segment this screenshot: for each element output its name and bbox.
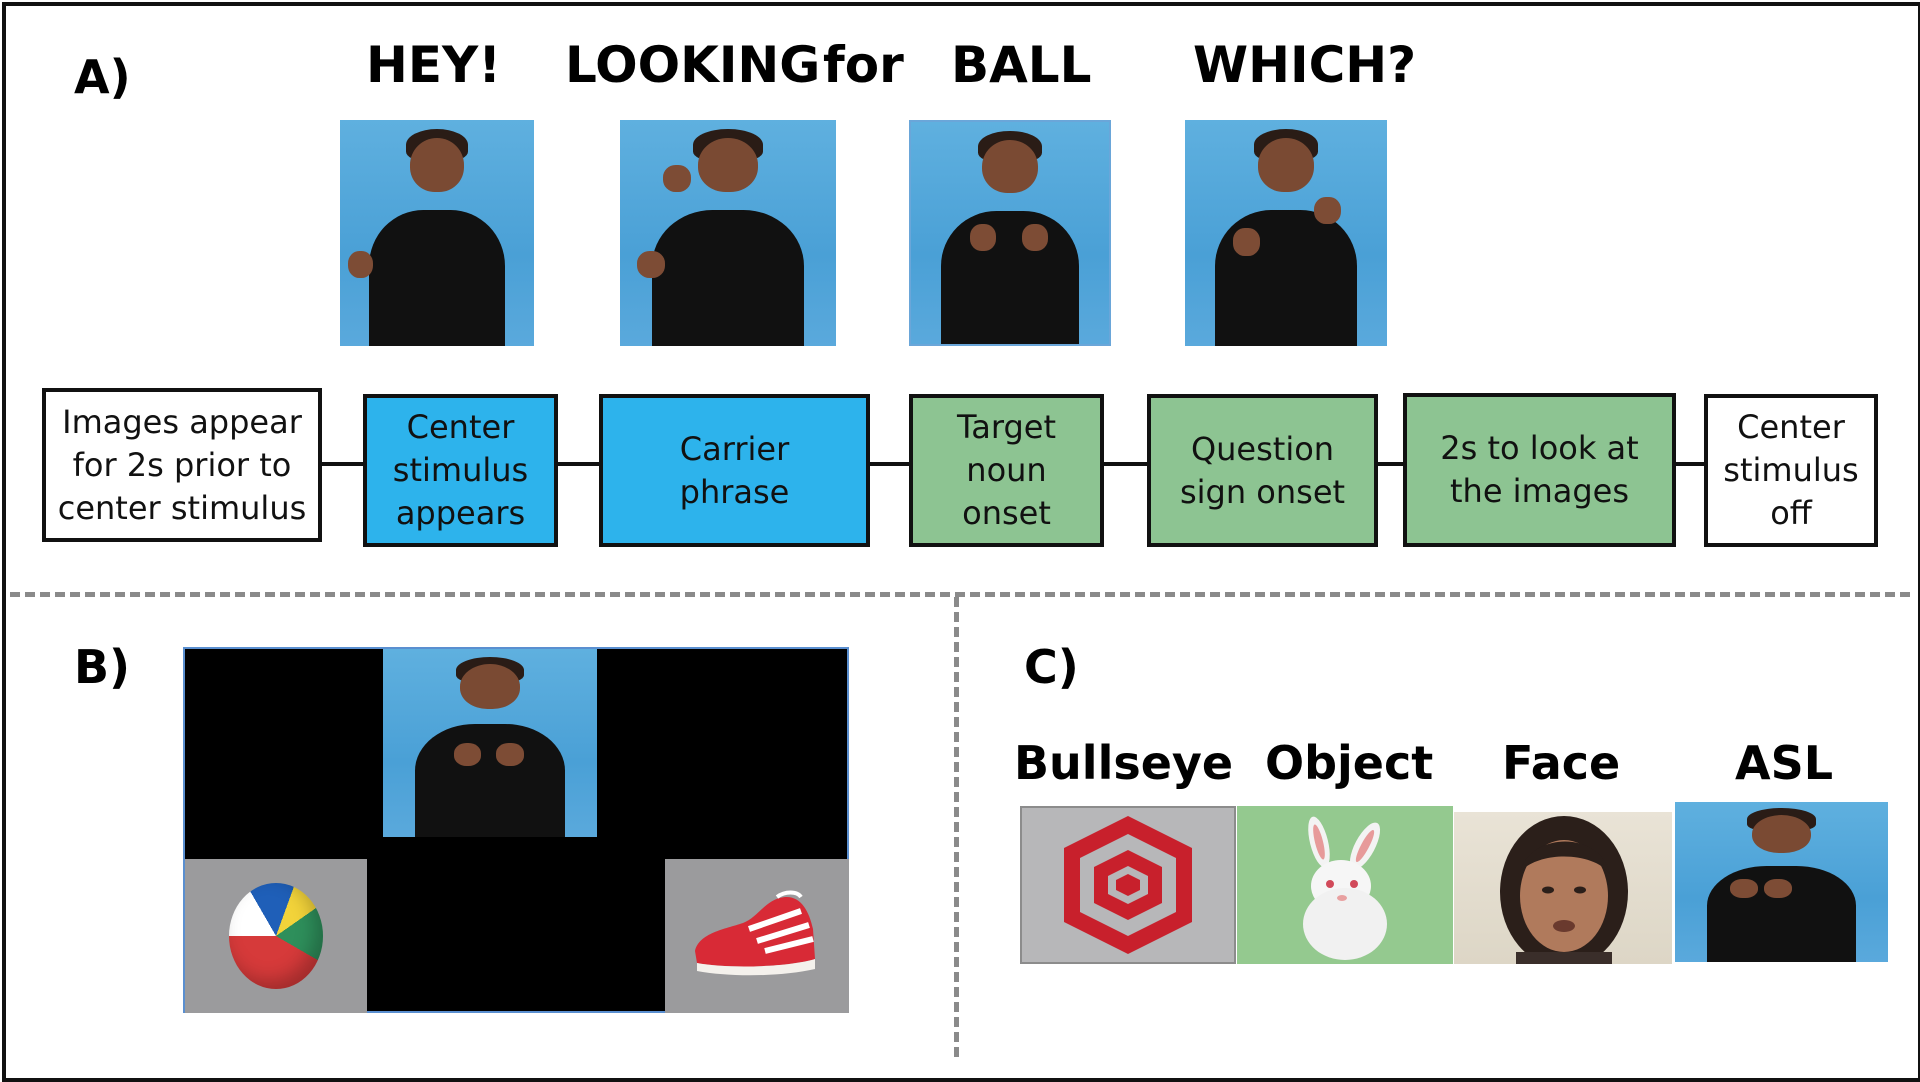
panel-a-label: A): [74, 50, 131, 104]
condition-label-bullseye: Bullseye: [1014, 736, 1234, 790]
right-image-tile: [665, 859, 849, 1013]
sign-word-for: for: [823, 36, 904, 94]
sneaker-icon: [695, 890, 815, 976]
face-photo: [1500, 816, 1628, 964]
signer-photo-hey: [340, 120, 534, 346]
signer-photo-looking-for: [620, 120, 836, 346]
object-stimulus: [1237, 806, 1453, 964]
sign-word-ball: BALL: [951, 36, 1092, 94]
rabbit-icon: [1303, 816, 1387, 960]
timeline-connector: [1101, 462, 1149, 466]
timeline-connector: [866, 462, 912, 466]
signer-photo-center-stimulus: [383, 649, 597, 837]
condition-label-object: Object: [1265, 736, 1434, 790]
sign-word-which: WHICH?: [1193, 36, 1417, 94]
condition-label-face: Face: [1502, 736, 1621, 790]
left-image-tile: [185, 859, 367, 1013]
section-divider-vertical: [954, 597, 959, 1057]
asl-stimulus: [1675, 802, 1888, 962]
panel-c-label: C): [1024, 640, 1079, 694]
timeline-connector: [1374, 462, 1406, 466]
face-stimulus: [1454, 812, 1672, 964]
signer-photo-ball: [909, 120, 1111, 346]
panel-b-label: B): [74, 640, 131, 694]
bullseye-stimulus: [1020, 806, 1236, 964]
sign-word-hey: HEY!: [366, 36, 502, 94]
experiment-screen: [183, 647, 849, 1013]
timeline-connector: [319, 462, 365, 466]
beach-ball-icon: [229, 883, 323, 989]
hexagon-bullseye-icon: [1064, 816, 1192, 954]
condition-label-asl: ASL: [1735, 736, 1834, 790]
signer-photo-which: [1185, 120, 1387, 346]
timeline-connector: [1672, 462, 1708, 466]
timeline-connector: [554, 462, 602, 466]
sign-word-looking: LOOKING: [565, 36, 821, 94]
section-divider-horizontal: [10, 592, 1910, 597]
